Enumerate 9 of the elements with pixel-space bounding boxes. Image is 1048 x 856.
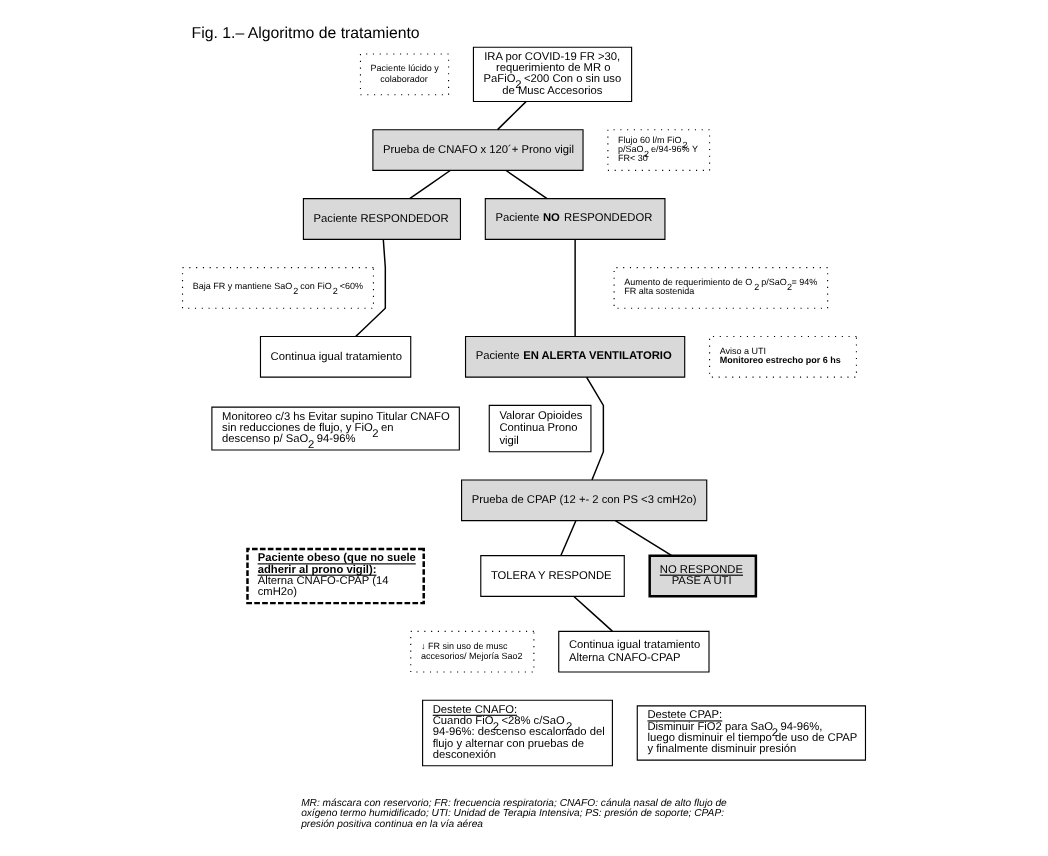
connector: [496, 100, 527, 131]
connector: [585, 376, 605, 481]
connector: [505, 169, 548, 200]
connector: [614, 520, 673, 557]
connector: [573, 595, 614, 632]
connector: [560, 520, 577, 557]
connector: [355, 238, 387, 338]
connector: [574, 238, 576, 338]
connector: [408, 169, 451, 200]
